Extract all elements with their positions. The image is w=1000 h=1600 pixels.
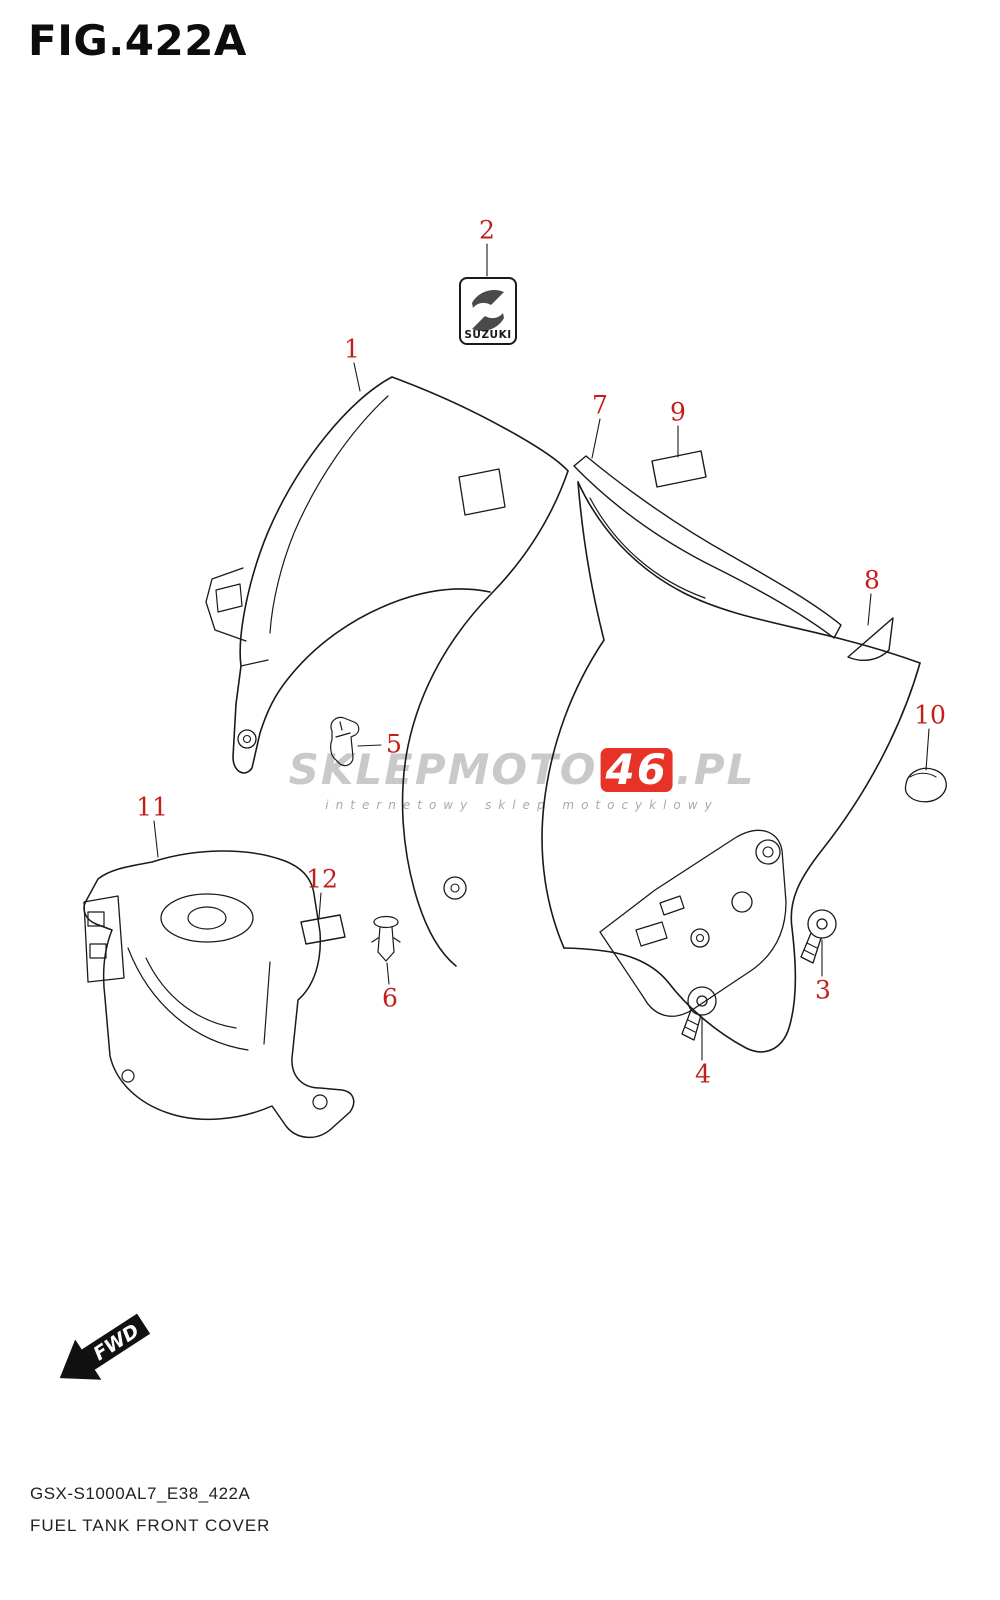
part-callout-1: 1 [344,334,360,364]
leader-lines [153,243,930,1061]
part-callout-9: 9 [670,397,686,427]
watermark-subtitle: internetowy sklep motocyklowy [325,798,719,812]
fin-part-8 [847,617,894,662]
footer-caption: FUEL TANK FRONT COVER [30,1516,271,1535]
emblem-brand-text: SUZUKI [464,329,511,341]
part-callout-10: 10 [914,700,946,730]
part-callout-4: 4 [695,1059,711,1089]
pad-part-12 [300,914,346,945]
right-cover-part [541,481,921,1053]
screw-part-3 [800,909,837,964]
footer-model-code: GSX-S1000AL7_E38_422A [30,1484,251,1503]
rivet-part-6 [371,915,401,962]
part-callout-2: 2 [479,215,495,245]
left-cover-part [205,376,569,967]
pad-part-9 [651,450,707,488]
screw-part-4 [681,986,717,1041]
bracket-part-11 [83,850,355,1138]
figure-title: FIG.422A [28,16,247,65]
part-callout-5: 5 [386,729,402,759]
suzuki-emblem [459,277,517,345]
watermark-text-pl: .PL [675,745,756,794]
part-callout-12: 12 [306,864,338,894]
part-callout-7: 7 [592,390,608,420]
suzuki-s-logo-bottom [472,313,504,331]
fwd-arrow-icon: FWD [59,1313,151,1380]
part-callout-6: 6 [382,983,398,1013]
part-callout-8: 8 [864,565,880,595]
part-callout-11: 11 [136,792,168,822]
watermark-text-sklepmoto: SKLEPMOTO [288,745,598,794]
clip-part-5 [330,716,360,767]
fwd-arrow-label: FWD [90,1320,144,1366]
watermark-badge-46: 46 [600,748,673,792]
part-callout-3: 3 [815,975,831,1005]
trim-part-7 [573,455,842,639]
suzuki-s-logo-top [472,290,504,308]
cap-part-10 [904,767,947,803]
